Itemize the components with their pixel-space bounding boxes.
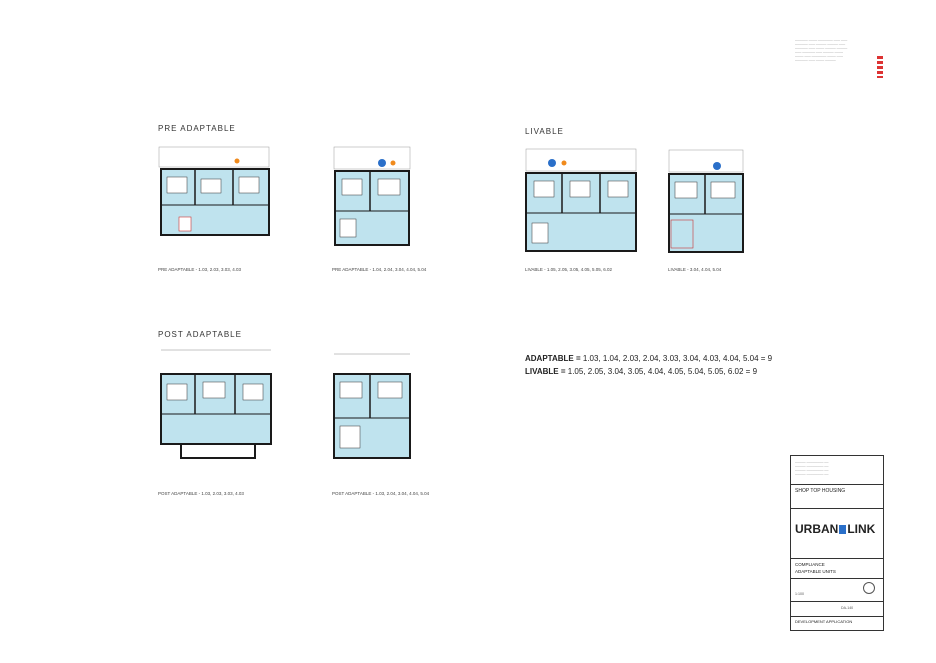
caption-livable-a: LIVABLE - 1.05, 2.05, 3.05, 4.05, 5.05, … (525, 267, 612, 272)
scale-value: 1:100 (795, 592, 804, 596)
section-title-livable: LIVABLE (525, 127, 564, 136)
drawing-status: DEVELOPMENT APPLICATION (795, 619, 853, 624)
logo-text-urban: URBAN (795, 522, 839, 536)
caption-post-adaptable-a: POST ADAPTABLE - 1.03, 2.03, 3.03, 4.03 (158, 491, 244, 496)
drawing-subtitle: ADAPTABLE UNITS (795, 569, 836, 574)
revision-table: ───── ──────── ─────── ──────── ─────── … (795, 460, 829, 476)
floor-plan-pre-adaptable-a (155, 145, 275, 245)
title-block: ───── ──────── ─────── ──────── ─────── … (790, 455, 884, 631)
urbanlink-logo: URBAN LINK (795, 522, 875, 536)
caption-post-adaptable-b: POST ADAPTABLE - 1.03, 2.04, 3.04, 4.04,… (332, 491, 430, 496)
adaptable-summary: ADAPTABLE = 1.03, 1.04, 2.03, 2.04, 3.03… (525, 354, 772, 363)
stamp-note: ────── ──── ─────── ─── ───────── ─── ──… (795, 38, 885, 82)
caption-pre-adaptable-a: PRE ADAPTABLE - 1.03, 2.03, 3.03, 4.03 (158, 267, 241, 272)
adaptable-units: 1.03, 1.04, 2.03, 2.04, 3.03, 3.04, 4.03… (582, 354, 773, 363)
logo-mark (839, 525, 847, 534)
project-name: SHOP TOP HOUSING (795, 488, 846, 494)
drawing-title: COMPLIANCE (795, 562, 825, 567)
floor-plan-pre-adaptable-b (330, 145, 415, 255)
livable-summary: LIVABLE = 1.05, 2.05, 3.04, 3.05, 4.04, … (525, 367, 757, 376)
drawing-number: DA-140 (841, 606, 854, 610)
north-arrow-icon (863, 582, 875, 594)
livable-label: LIVABLE = (525, 367, 568, 376)
stamp-marks (877, 56, 883, 78)
caption-livable-b: LIVABLE - 3.04, 4.04, 5.04 (668, 267, 722, 272)
section-title-post-adaptable: POST ADAPTABLE (158, 330, 242, 339)
floor-plan-livable-b (665, 148, 747, 260)
livable-units: 1.05, 2.05, 3.04, 3.05, 4.04, 4.05, 5.04… (567, 367, 758, 376)
logo-text-link: LINK (847, 522, 876, 536)
adaptable-label: ADAPTABLE = (525, 354, 583, 363)
floor-plan-post-adaptable-b (330, 352, 415, 470)
floor-plan-post-adaptable-a (155, 348, 277, 466)
floor-plan-livable-a (522, 147, 640, 259)
section-title-pre-adaptable: PRE ADAPTABLE (158, 124, 236, 133)
caption-pre-adaptable-b: PRE ADAPTABLE - 1.04, 2.04, 3.04, 4.04, … (332, 267, 427, 272)
